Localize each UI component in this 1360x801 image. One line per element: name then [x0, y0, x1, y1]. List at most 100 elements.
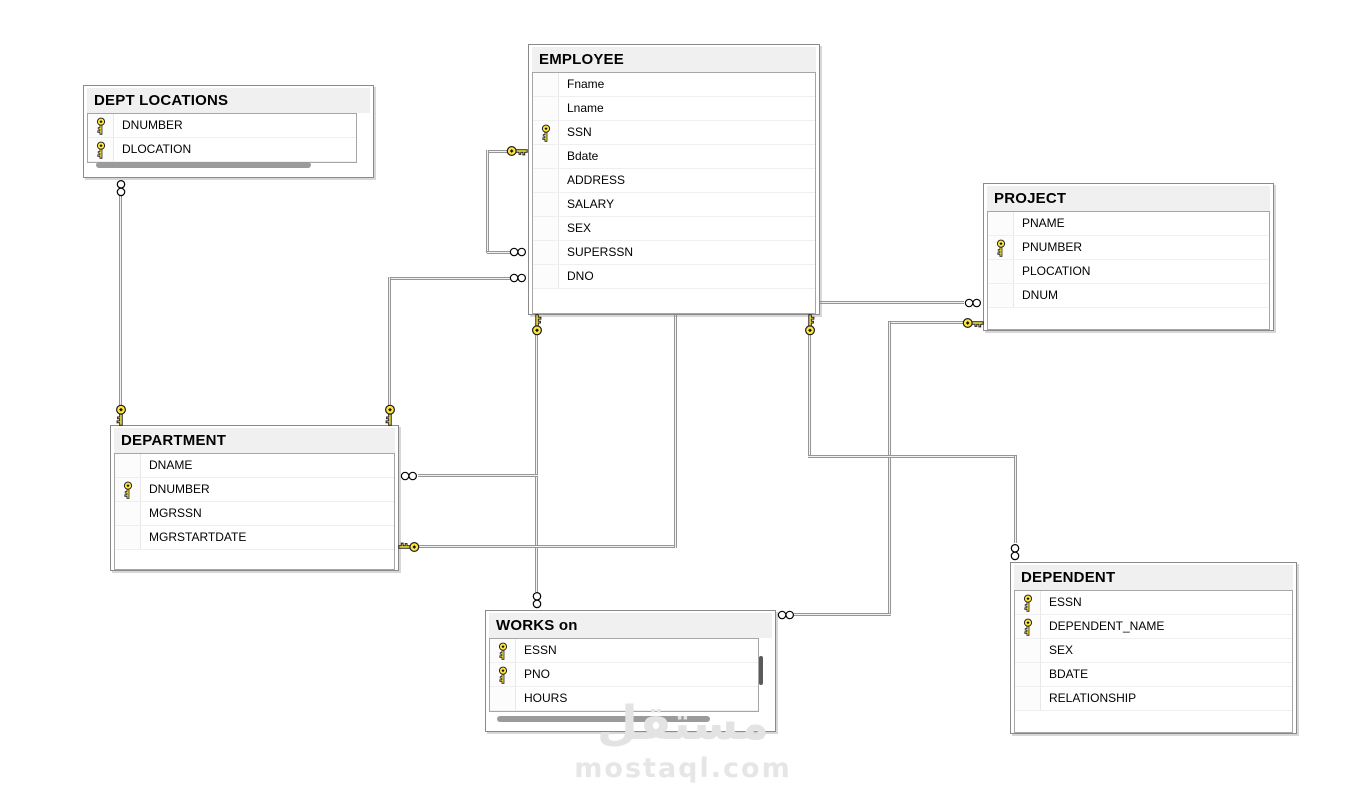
relationship-line[interactable] — [418, 474, 538, 477]
primary-key-icon — [541, 124, 550, 142]
primary-key-cell — [490, 639, 516, 662]
table-row[interactable]: DNUMBER — [88, 114, 356, 138]
primary-key-cell — [88, 114, 114, 137]
key-icon[interactable] — [804, 314, 816, 336]
column-name: DNUM — [1022, 288, 1058, 302]
table-row[interactable]: MGRSTARTDATE — [115, 526, 394, 550]
row-icon-cell — [533, 217, 559, 240]
table-row[interactable]: SSN — [533, 121, 815, 145]
horizontal-scrollbar[interactable] — [96, 162, 311, 168]
key-icon[interactable] — [506, 145, 528, 157]
table-row[interactable]: SUPERSSN — [533, 241, 815, 265]
table-title[interactable]: WORKS on — [489, 613, 772, 638]
primary-key-cell — [1015, 591, 1041, 614]
relationship-line[interactable] — [888, 321, 964, 324]
table-row[interactable]: Fname — [533, 73, 815, 97]
table-title[interactable]: DEPENDENT — [1014, 565, 1293, 590]
relationship-line[interactable] — [487, 150, 509, 153]
relationship-line[interactable] — [535, 334, 538, 592]
primary-key-icon — [498, 666, 507, 684]
relationship-line[interactable] — [808, 334, 811, 458]
relationship-line[interactable] — [808, 455, 1017, 458]
primary-key-icon — [996, 239, 1005, 257]
table-row[interactable]: DLOCATION — [88, 138, 356, 162]
column-name: SUPERSSN — [567, 245, 634, 259]
table-title[interactable]: DEPT LOCATIONS — [87, 88, 370, 113]
table-row[interactable]: ESSN — [490, 639, 758, 663]
table-row[interactable]: SALARY — [533, 193, 815, 217]
primary-key-cell — [490, 663, 516, 686]
key-icon[interactable] — [384, 404, 396, 426]
key-icon[interactable] — [531, 314, 543, 336]
table-row[interactable]: DNUMBER — [115, 478, 394, 502]
table-row[interactable]: PLOCATION — [988, 260, 1269, 284]
relationship-line[interactable] — [119, 195, 122, 406]
column-name: Lname — [567, 101, 604, 115]
table-row[interactable]: PNUMBER — [988, 236, 1269, 260]
column-name: PNAME — [1022, 216, 1065, 230]
column-name: DEPENDENT_NAME — [1049, 619, 1165, 633]
primary-key-icon — [96, 141, 105, 159]
infinity-icon[interactable] — [532, 591, 542, 609]
relationship-line[interactable] — [388, 277, 391, 406]
relationship-line[interactable] — [486, 150, 489, 253]
infinity-icon[interactable] — [400, 471, 418, 481]
table-title[interactable]: DEPARTMENT — [114, 428, 395, 453]
column-name: BDATE — [1049, 667, 1089, 681]
relationship-line[interactable] — [794, 613, 891, 616]
key-icon[interactable] — [398, 541, 420, 553]
table-row[interactable]: DNUM — [988, 284, 1269, 308]
table-row[interactable]: PNO — [490, 663, 758, 687]
table-row[interactable]: PNAME — [988, 212, 1269, 236]
table-row[interactable]: DEPENDENT_NAME — [1015, 615, 1292, 639]
infinity-icon[interactable] — [509, 273, 527, 283]
table-title[interactable]: PROJECT — [987, 186, 1270, 211]
relationship-line[interactable] — [487, 251, 510, 254]
relationship-line[interactable] — [674, 302, 677, 548]
table-row[interactable]: DNO — [533, 265, 815, 289]
key-icon[interactable] — [962, 317, 984, 329]
row-icon-cell — [533, 73, 559, 96]
column-name: DNO — [567, 269, 594, 283]
infinity-icon[interactable] — [964, 298, 982, 308]
table-row[interactable]: ESSN — [1015, 591, 1292, 615]
infinity-icon[interactable] — [777, 610, 795, 620]
table-row[interactable]: MGRSSN — [115, 502, 394, 526]
table-row[interactable]: Bdate — [533, 145, 815, 169]
table-row[interactable]: ADDRESS — [533, 169, 815, 193]
infinity-icon[interactable] — [116, 179, 126, 197]
primary-key-icon — [498, 642, 507, 660]
infinity-icon[interactable] — [509, 247, 527, 257]
relationship-line[interactable] — [1014, 456, 1017, 543]
primary-key-cell — [988, 236, 1014, 259]
relationship-line[interactable] — [888, 322, 891, 615]
infinity-icon[interactable] — [1010, 543, 1020, 561]
table-dept-locations[interactable]: DEPT LOCATIONS DNUMBER DLOCATION — [83, 85, 374, 178]
relationship-line[interactable] — [418, 545, 677, 548]
table-dependent[interactable]: DEPENDENT ESSN DEPENDENT_NAME SEX BDATE RELA… — [1010, 562, 1297, 734]
column-name: DLOCATION — [122, 142, 192, 156]
table-row[interactable]: SEX — [1015, 639, 1292, 663]
table-row[interactable]: RELATIONSHIP — [1015, 687, 1292, 711]
relationship-line[interactable] — [389, 277, 510, 280]
table-title[interactable]: EMPLOYEE — [532, 47, 816, 72]
key-icon[interactable] — [115, 404, 127, 426]
horizontal-scrollbar[interactable] — [497, 716, 710, 722]
table-row[interactable]: HOURS — [490, 687, 758, 711]
primary-key-icon — [123, 481, 132, 499]
table-row[interactable]: BDATE — [1015, 663, 1292, 687]
row-icon-cell — [533, 97, 559, 120]
table-row[interactable]: DNAME — [115, 454, 394, 478]
watermark-site-text: mostaql.com — [574, 753, 792, 784]
table-row[interactable]: SEX — [533, 217, 815, 241]
table-row[interactable]: Lname — [533, 97, 815, 121]
vertical-scrollbar[interactable] — [759, 656, 763, 685]
column-name: DNUMBER — [122, 118, 183, 132]
primary-key-cell — [115, 478, 141, 501]
column-name: RELATIONSHIP — [1049, 691, 1137, 705]
